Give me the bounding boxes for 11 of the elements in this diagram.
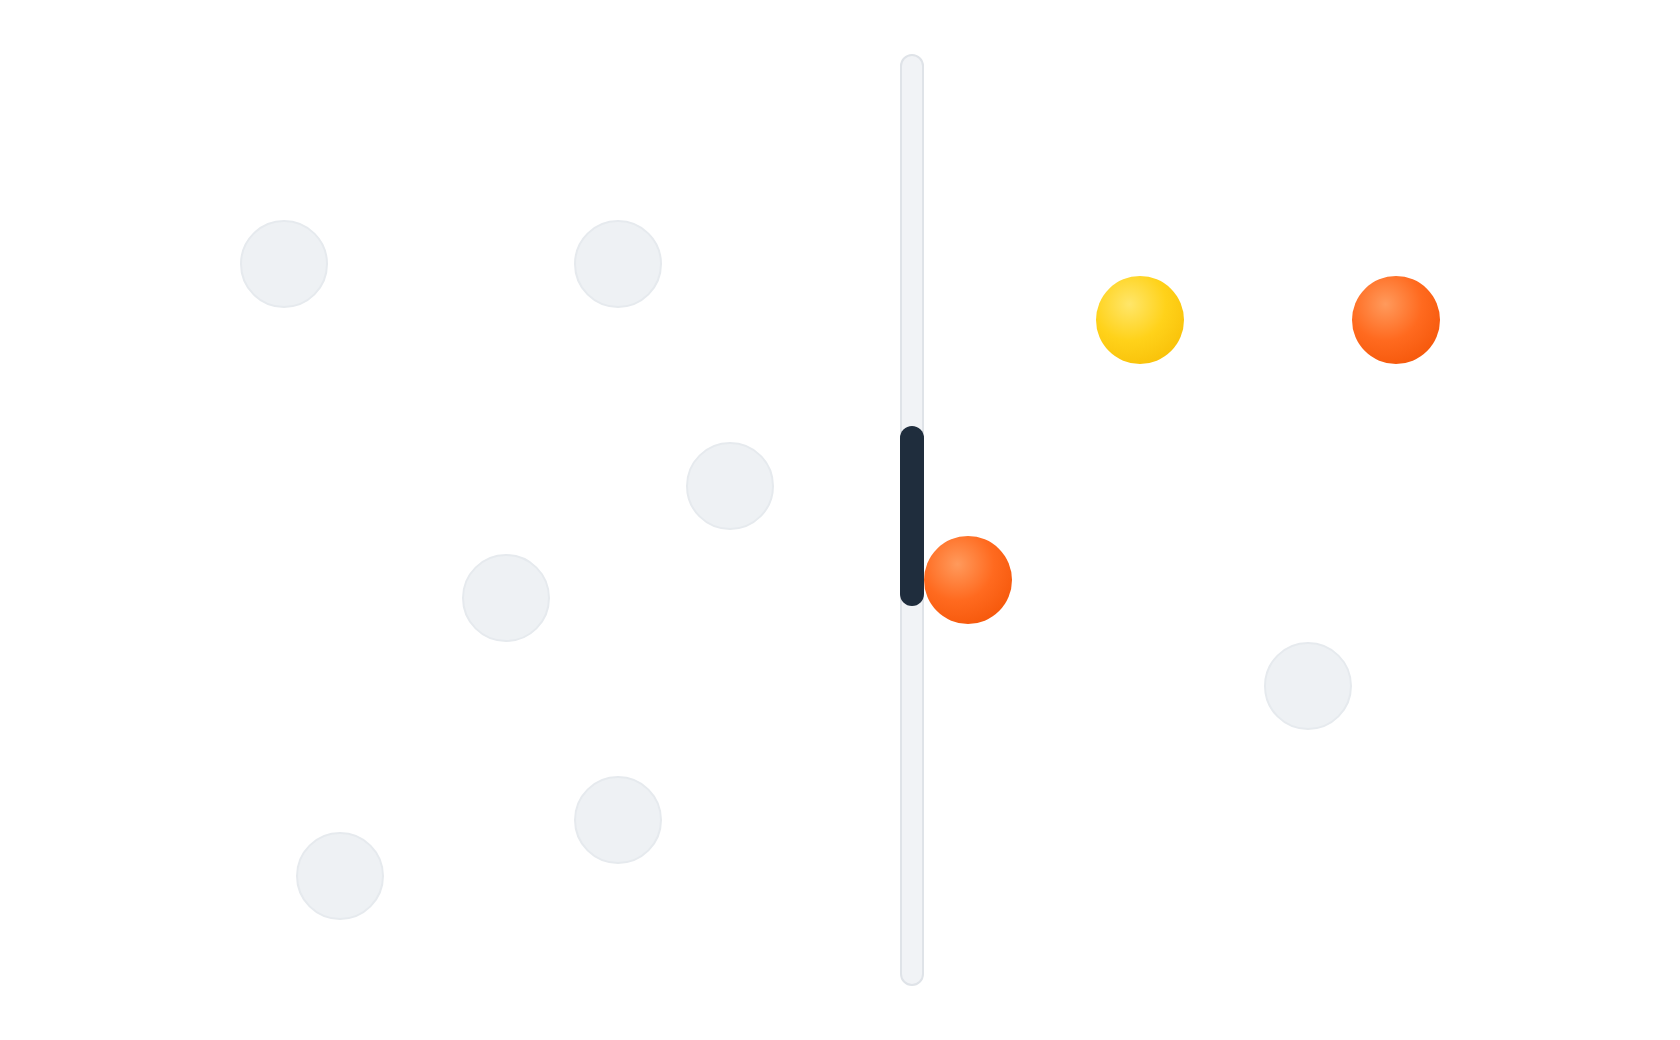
empty-circle	[686, 442, 774, 530]
ball	[1352, 276, 1440, 364]
ball	[924, 536, 1012, 624]
empty-circle	[296, 832, 384, 920]
empty-circle	[462, 554, 550, 642]
empty-circle	[574, 220, 662, 308]
empty-circle	[240, 220, 328, 308]
empty-circle	[574, 776, 662, 864]
empty-circle	[1264, 642, 1352, 730]
ball	[1096, 276, 1184, 364]
vertical-track	[900, 54, 924, 986]
